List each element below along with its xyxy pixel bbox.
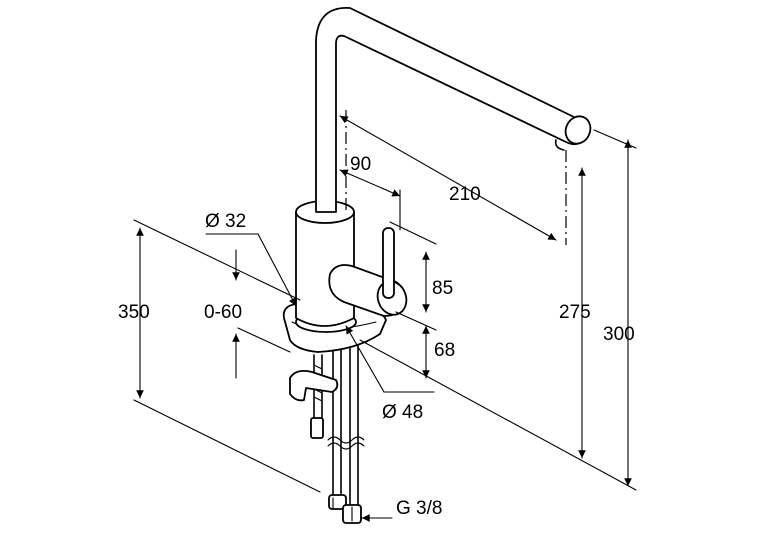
supply-hoses <box>327 339 365 524</box>
label-body-diameter: Ø 32 <box>205 211 246 232</box>
label-spout-reach: 210 <box>449 184 481 205</box>
label-swivel-angle: 90 <box>350 154 371 175</box>
label-base-height: 68 <box>434 340 455 361</box>
label-outlet-height: 275 <box>559 302 591 323</box>
guide-lines <box>133 110 637 493</box>
label-overall-depth: 350 <box>118 302 150 323</box>
faucet-body <box>282 7 592 524</box>
label-countertop-thickness: 0-60 <box>204 302 242 323</box>
dimension-labels: 90 210 Ø 32 0-60 350 85 68 Ø 48 275 300 … <box>118 154 635 519</box>
spout-tube <box>315 7 592 213</box>
mounting-clamp <box>289 354 339 439</box>
label-total-height: 300 <box>603 324 635 345</box>
label-base-diameter: Ø 48 <box>382 402 423 423</box>
body-cylinder <box>295 200 355 327</box>
label-connection-thread: G 3/8 <box>396 498 442 519</box>
label-lever-height: 85 <box>432 278 453 299</box>
dimension-lines <box>136 115 632 522</box>
lever-handle <box>328 227 408 317</box>
